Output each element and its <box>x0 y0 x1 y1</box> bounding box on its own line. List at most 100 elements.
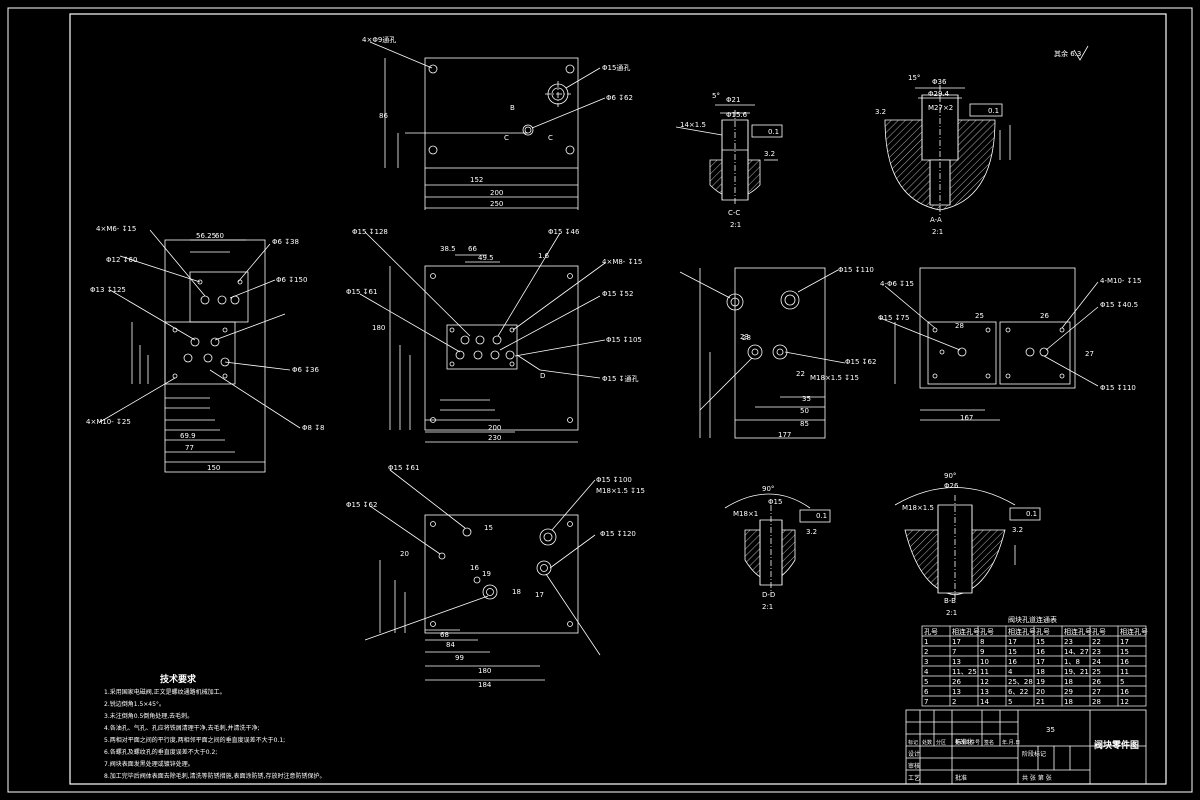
svg-text:180: 180 <box>478 667 491 675</box>
svg-text:200: 200 <box>488 424 501 432</box>
svg-text:250: 250 <box>490 200 503 208</box>
svg-text:其余 6.3: 其余 6.3 <box>1054 49 1081 58</box>
row-label: 签名 <box>984 739 994 746</box>
tech-req-item: 3.未注倒角0.5倒角处理,去毛刺。 <box>104 712 193 720</box>
svg-text:Φ6 ↧62: Φ6 ↧62 <box>606 94 633 102</box>
drawing-number: 35 <box>1046 726 1055 734</box>
svg-text:Φ13 ↧125: Φ13 ↧125 <box>90 286 126 294</box>
hole-table-cell: 16 <box>1008 658 1017 666</box>
svg-text:A-A: A-A <box>930 216 942 224</box>
hole-table-cell: 22 <box>1092 638 1101 646</box>
outer-border <box>7 7 1193 793</box>
hole-table-cell: 8 <box>980 638 984 646</box>
svg-text:Φ15 ↧61: Φ15 ↧61 <box>388 464 419 472</box>
row-label: 处数 <box>922 739 932 746</box>
hole-table-cell: 2 <box>952 698 956 706</box>
hole-table-cell: 21 <box>1036 698 1045 706</box>
hole-table-header: 孔号 <box>1092 628 1106 636</box>
hole-table-cell: 28 <box>1092 698 1101 706</box>
hole-table-cell: 29 <box>1064 688 1073 696</box>
svg-text:Φ15通孔: Φ15通孔 <box>602 63 630 72</box>
hole-table-cell: 19 <box>1036 678 1045 686</box>
svg-text:28: 28 <box>742 334 751 342</box>
svg-text:15°: 15° <box>908 74 920 82</box>
svg-text:D: D <box>540 372 545 380</box>
svg-text:M27×2: M27×2 <box>928 104 953 112</box>
inner-frame <box>69 13 1167 785</box>
weight-label: 阶段标记 <box>1022 750 1046 758</box>
hole-table-cell: 5 <box>1008 698 1012 706</box>
hole-table-cell: 17 <box>1036 658 1045 666</box>
svg-text:38.5: 38.5 <box>440 245 456 253</box>
hole-table-cell: 5 <box>924 678 928 686</box>
svg-text:3.2: 3.2 <box>1012 526 1023 534</box>
svg-text:Φ15 ↧通孔: Φ15 ↧通孔 <box>602 374 639 383</box>
hole-table-cell: 15 <box>1036 638 1045 646</box>
svg-text:Φ15 ↧61: Φ15 ↧61 <box>346 288 377 296</box>
tech-req-item: 4.各油孔、气孔、孔应将铁屑清理干净,去毛刺,并清洗干净; <box>104 724 260 732</box>
svg-text:M18×1.5 ↧15: M18×1.5 ↧15 <box>596 487 645 495</box>
svg-text:C: C <box>548 134 553 142</box>
section-b-b <box>894 487 1041 600</box>
svg-text:56.25: 56.25 <box>196 232 216 240</box>
svg-text:Φ15 ↧110: Φ15 ↧110 <box>1100 384 1136 392</box>
row-design: 设计 <box>908 750 920 758</box>
svg-text:B-B: B-B <box>944 597 956 605</box>
svg-text:90°: 90° <box>944 472 956 480</box>
svg-text:26: 26 <box>1040 312 1049 320</box>
svg-text:68: 68 <box>440 631 449 639</box>
hole-table-cell: 17 <box>1008 638 1017 646</box>
hole-table-cell: 1 <box>924 638 928 646</box>
svg-text:35: 35 <box>802 395 811 403</box>
svg-text:Φ26: Φ26 <box>944 482 959 490</box>
hole-table-cell: 9 <box>980 648 984 656</box>
svg-text:16: 16 <box>470 564 479 572</box>
svg-text:230: 230 <box>488 434 501 442</box>
svg-text:Φ15.6: Φ15.6 <box>726 111 748 119</box>
rear-view-labels: 4-Φ6 ↧15 4-M10- ↧15 Φ15 ↧40.5 Φ15 ↧110 Φ… <box>878 277 1141 422</box>
hole-table-cell: 12 <box>1120 698 1129 706</box>
svg-text:4×M6- ↧15: 4×M6- ↧15 <box>96 225 136 233</box>
svg-text:4×M8- ↧15: 4×M8- ↧15 <box>602 258 642 266</box>
svg-text:152: 152 <box>470 176 483 184</box>
hole-table-cell: 13 <box>980 688 989 696</box>
row-design-sign: 标准化 <box>955 738 973 746</box>
svg-text:28: 28 <box>955 322 964 330</box>
svg-text:Φ15 ↧110: Φ15 ↧110 <box>838 266 874 274</box>
hole-table-header: 孔号 <box>1036 628 1050 636</box>
svg-text:3.2: 3.2 <box>875 108 886 116</box>
svg-text:Φ36: Φ36 <box>932 78 947 86</box>
svg-text:17: 17 <box>535 591 544 599</box>
svg-text:0.1: 0.1 <box>768 128 779 136</box>
tech-req-item: 6.各螺孔及螺纹孔的垂直度误差不大于0.2; <box>104 748 217 756</box>
tech-req-item: 7.阀块表面发黑处理或镀锌处理。 <box>104 760 194 768</box>
hole-table-header: 孔号 <box>924 628 938 636</box>
hole-table-cell: 14、27 <box>1064 648 1089 656</box>
svg-text:2:1: 2:1 <box>946 609 957 617</box>
section-b-b-labels: B-B 2:1 M18×1.5 Φ26 90° 0.1 3.2 <box>902 472 1037 617</box>
hole-table-cell: 20 <box>1036 688 1045 696</box>
row-approve: 批准 <box>955 774 967 782</box>
svg-text:20: 20 <box>400 550 409 558</box>
svg-text:180: 180 <box>372 324 385 332</box>
svg-text:90°: 90° <box>762 485 774 493</box>
hole-table-cell: 18 <box>1036 668 1045 676</box>
svg-text:B: B <box>510 104 515 112</box>
svg-text:Φ15 ↧128: Φ15 ↧128 <box>352 228 388 236</box>
left-view-labels: 4×M6- ↧15 Φ6 ↧38 Φ6 ↧150 Φ12 ↧60 Φ13 ↧12… <box>86 225 325 472</box>
hole-table-cell: 2 <box>924 648 928 656</box>
title-block-text: 阀块零件图 35 设计 标准化 标记 处数 分区 更改文件号 签名 年.月.日 … <box>908 726 1139 782</box>
svg-text:69.9: 69.9 <box>180 432 196 440</box>
svg-text:22: 22 <box>796 370 805 378</box>
svg-text:Φ21: Φ21 <box>726 96 740 104</box>
hole-table-cell: 27 <box>1092 688 1101 696</box>
svg-text:0.1: 0.1 <box>988 107 999 115</box>
hole-table-cell: 25、28 <box>1008 678 1033 686</box>
svg-text:2:1: 2:1 <box>932 228 943 236</box>
svg-text:Φ15 ↧120: Φ15 ↧120 <box>600 530 636 538</box>
svg-text:Φ15 ↧62: Φ15 ↧62 <box>346 501 377 509</box>
hole-table-cell: 25 <box>1092 668 1101 676</box>
hole-table-header: 相连孔号 <box>1008 627 1036 636</box>
svg-text:50: 50 <box>800 407 809 415</box>
hole-table-cell: 11 <box>980 668 989 676</box>
